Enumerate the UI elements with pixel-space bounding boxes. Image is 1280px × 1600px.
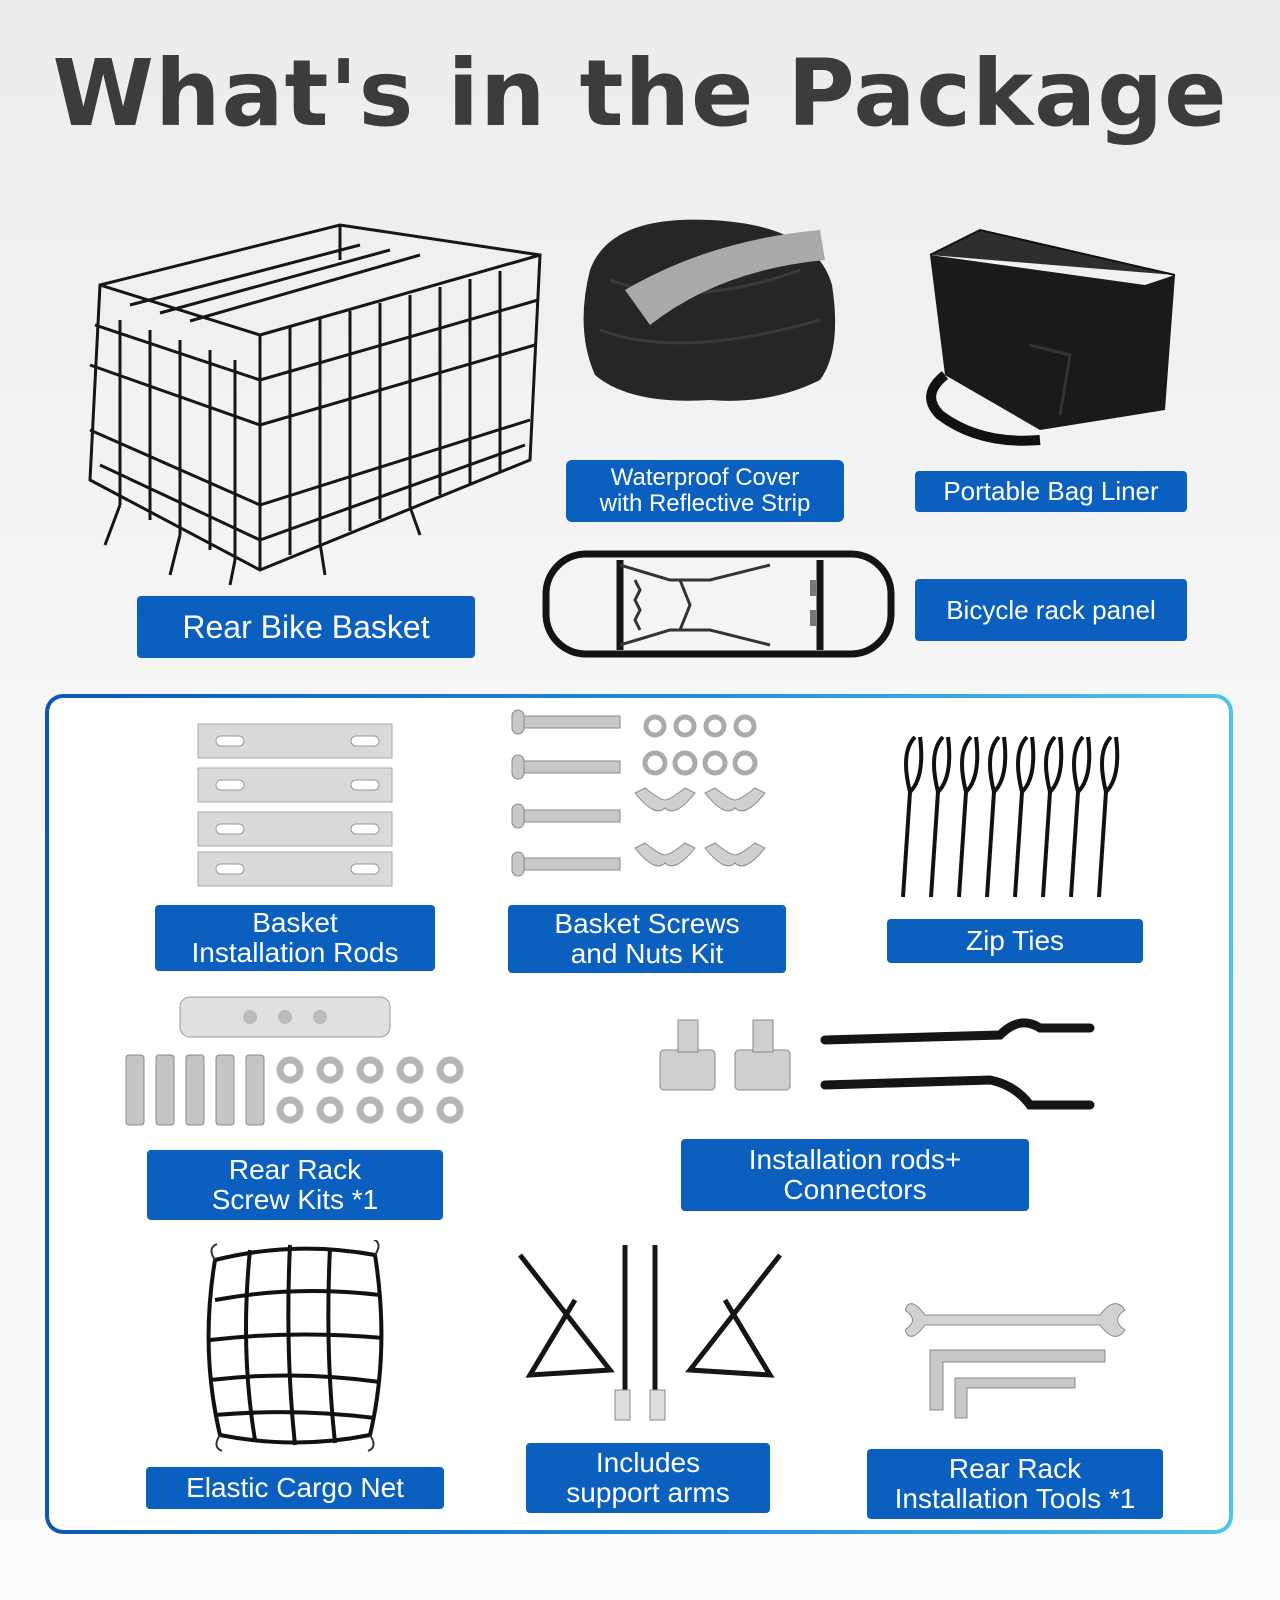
rear-bike-basket-label: Rear Bike Basket — [137, 596, 475, 658]
bag-liner-text: Portable Bag Liner — [943, 476, 1159, 507]
rack-panel-text: Bicycle rack panel — [946, 594, 1156, 625]
rack-screw-kits-text-line2: Screw Kits *1 — [211, 1184, 379, 1215]
screws-nuts-label: Basket Screws and Nuts Kit — [508, 905, 786, 973]
zip-ties-image — [901, 735, 1120, 898]
support-arms-image — [518, 1245, 782, 1421]
install-tools-label: Rear Rack Installation Tools *1 — [867, 1449, 1163, 1519]
installation-rods-text-line1: Basket — [252, 906, 338, 938]
rods-connectors-label: Installation rods+ Connectors — [681, 1139, 1029, 1211]
page-title: What's in the Package — [52, 40, 1228, 147]
waterproof-cover-text-line1: Waterproof Cover — [610, 464, 800, 492]
cargo-net-text: Elastic Cargo Net — [186, 1471, 404, 1503]
screws-nuts-text-line2: and Nuts Kit — [570, 938, 724, 969]
support-arms-text-line2: support arms — [566, 1477, 730, 1508]
support-arms-label: Includes support arms — [526, 1443, 770, 1513]
installation-rods-text-line2: Installation Rods — [191, 937, 399, 968]
rear-bike-basket-image — [88, 223, 542, 586]
rods-connectors-text-line1: Installation rods+ — [748, 1143, 962, 1175]
waterproof-cover-text-line2: with Reflective Strip — [599, 490, 811, 517]
portable-bag-liner-image — [926, 228, 1176, 446]
rack-screw-kits-text-line1: Rear Rack — [228, 1153, 362, 1185]
waterproof-cover-label: Waterproof Cover with Reflective Strip — [566, 460, 844, 522]
rods-connectors-image — [659, 1018, 1095, 1110]
waterproof-cover-image — [583, 219, 836, 401]
install-tools-text-line2: Installation Tools *1 — [894, 1483, 1136, 1514]
screws-nuts-text-line1: Basket Screws — [554, 907, 740, 939]
installation-rods-label: Basket Installation Rods — [155, 905, 435, 971]
installation-rods-image — [197, 723, 393, 887]
rods-connectors-text-line2: Connectors — [783, 1174, 927, 1205]
cargo-net-label: Elastic Cargo Net — [146, 1467, 444, 1509]
rear-rack-screw-kits-image — [125, 996, 464, 1126]
zip-ties-text: Zip Ties — [965, 924, 1065, 956]
rack-screw-kits-label: Rear Rack Screw Kits *1 — [147, 1150, 443, 1220]
elastic-cargo-net-image — [206, 1240, 384, 1452]
support-arms-text-line1: Includes — [595, 1446, 701, 1478]
zip-ties-label: Zip Ties — [887, 919, 1143, 963]
rear-bike-basket-text: Rear Bike Basket — [182, 608, 430, 645]
bag-liner-label: Portable Bag Liner — [915, 471, 1187, 512]
rack-panel-label: Bicycle rack panel — [915, 579, 1187, 641]
install-tools-text-line1: Rear Rack — [948, 1452, 1082, 1484]
installation-tools-image — [905, 1303, 1126, 1419]
basket-screws-nuts-image — [511, 709, 766, 877]
bicycle-rack-panel-image — [542, 550, 895, 658]
